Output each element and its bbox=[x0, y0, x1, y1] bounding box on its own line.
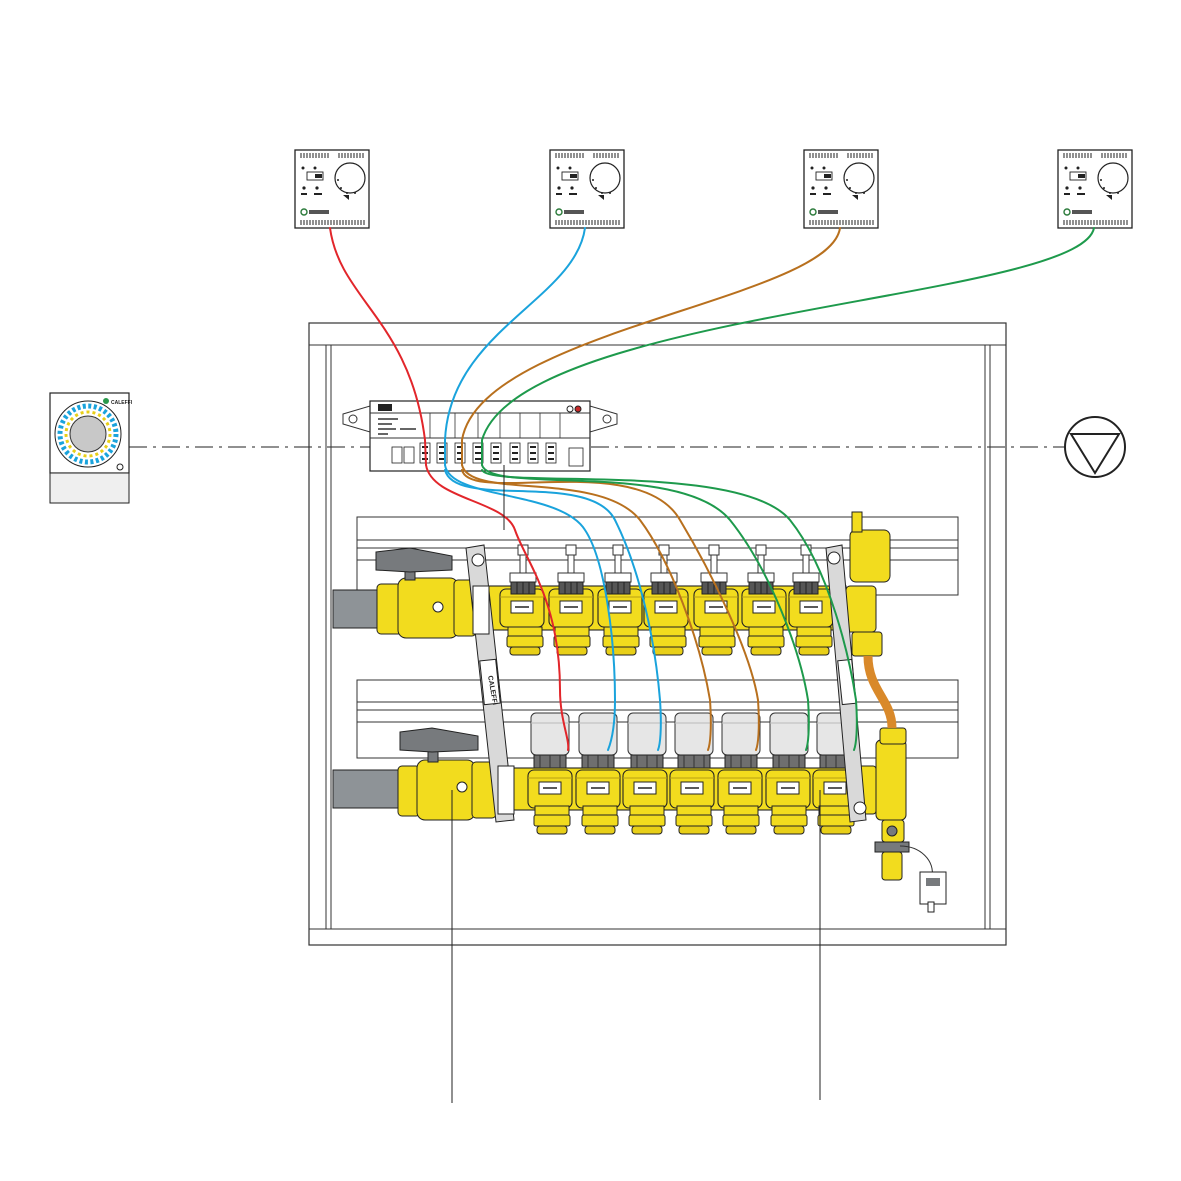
programmable-timer-icon: CALEFFI bbox=[49, 392, 133, 504]
wire-green-1 bbox=[481, 227, 1095, 466]
wire-green-3 bbox=[481, 469, 858, 751]
wire-blue-3 bbox=[444, 469, 662, 751]
wiring-centre-icon bbox=[342, 400, 618, 472]
flow-pipe bbox=[332, 589, 384, 629]
return-valve-handle bbox=[399, 727, 479, 753]
wire-blue-2 bbox=[444, 464, 617, 751]
timer-brand-text: CALEFFI bbox=[111, 400, 133, 406]
flow-valve-handle bbox=[375, 547, 453, 573]
wire-green-2 bbox=[481, 464, 810, 751]
room-thermostat-3 bbox=[803, 149, 879, 229]
wire-orange-2 bbox=[461, 464, 712, 751]
wire-red-1 bbox=[329, 227, 427, 466]
thermostat-wires bbox=[329, 227, 1095, 751]
wire-blue-1 bbox=[444, 227, 586, 466]
wire-red-2 bbox=[425, 464, 570, 751]
wire-orange-1 bbox=[461, 227, 841, 466]
room-thermostat-1 bbox=[294, 149, 370, 229]
wire-orange-3 bbox=[461, 469, 760, 751]
manifold-cabinet bbox=[308, 322, 1007, 946]
return-manifold bbox=[397, 655, 947, 913]
left-bracket bbox=[465, 544, 515, 823]
flow-manifold bbox=[375, 511, 891, 657]
room-thermostat-2 bbox=[549, 149, 625, 229]
pump-symbol-icon bbox=[1064, 416, 1126, 478]
room-thermostat-4 bbox=[1057, 149, 1133, 229]
return-pipe bbox=[332, 769, 404, 809]
